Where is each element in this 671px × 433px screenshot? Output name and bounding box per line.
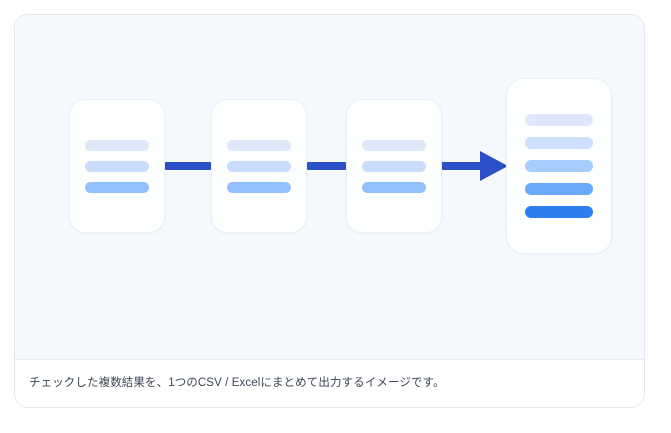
row-bar — [525, 206, 593, 218]
diagram-stage — [15, 15, 644, 359]
figure-panel: チェックした複数結果を、1つのCSV / Excelにまとめて出力するイメージで… — [14, 14, 645, 408]
result-card-2[interactable] — [211, 99, 307, 233]
figure-caption: チェックした複数結果を、1つのCSV / Excelにまとめて出力するイメージで… — [29, 377, 445, 390]
bar-stack — [70, 139, 164, 193]
caption-bar: チェックした複数結果を、1つのCSV / Excelにまとめて出力するイメージで… — [15, 359, 644, 407]
connector-line-2 — [307, 162, 346, 170]
row-bar — [85, 181, 149, 193]
bar-stack — [507, 114, 611, 218]
row-bar — [525, 183, 593, 195]
row-bar — [362, 139, 426, 151]
result-card-3[interactable] — [346, 99, 442, 233]
row-bar — [85, 139, 149, 151]
bar-stack — [212, 139, 306, 193]
row-bar — [525, 137, 593, 149]
bar-stack — [347, 139, 441, 193]
row-bar — [525, 160, 593, 172]
merge-arrow-icon — [442, 148, 508, 184]
result-card-1[interactable] — [69, 99, 165, 233]
row-bar — [227, 160, 291, 172]
connector-line-1 — [165, 162, 211, 170]
row-bar — [362, 181, 426, 193]
row-bar — [227, 181, 291, 193]
row-bar — [85, 160, 149, 172]
row-bar — [227, 139, 291, 151]
row-bar — [362, 160, 426, 172]
row-bar — [525, 114, 593, 126]
merged-output-card[interactable] — [506, 78, 612, 254]
pipeline-flow — [15, 15, 644, 359]
